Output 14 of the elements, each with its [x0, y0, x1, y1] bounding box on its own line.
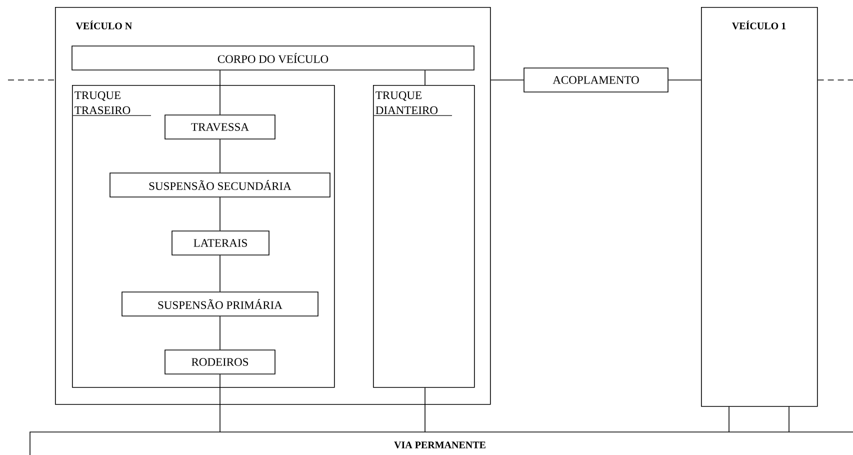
vehicle-box: VEÍCULO 1 [701, 7, 818, 407]
component-box: SUSPENSÃO PRIMÁRIA [122, 292, 318, 316]
bogie-box: TRUQUE DIANTEIRO [373, 85, 475, 388]
connector-line [424, 387, 426, 432]
component-box: RODEIROS [164, 350, 276, 374]
connector-line [424, 70, 426, 86]
track-bar: VIA PERMANENTE [30, 432, 853, 455]
connector-line [788, 406, 790, 432]
component-box: SUSPENSÃO SECUNDÁRIA [110, 172, 330, 198]
coupling-box: ACOPLAMENTO [524, 68, 668, 92]
component-box: TRAVESSA [164, 114, 276, 140]
component-box: CORPO DO VEÍCULO [72, 46, 474, 70]
connector-line [728, 406, 730, 432]
component-box: LATERAIS [172, 230, 270, 256]
